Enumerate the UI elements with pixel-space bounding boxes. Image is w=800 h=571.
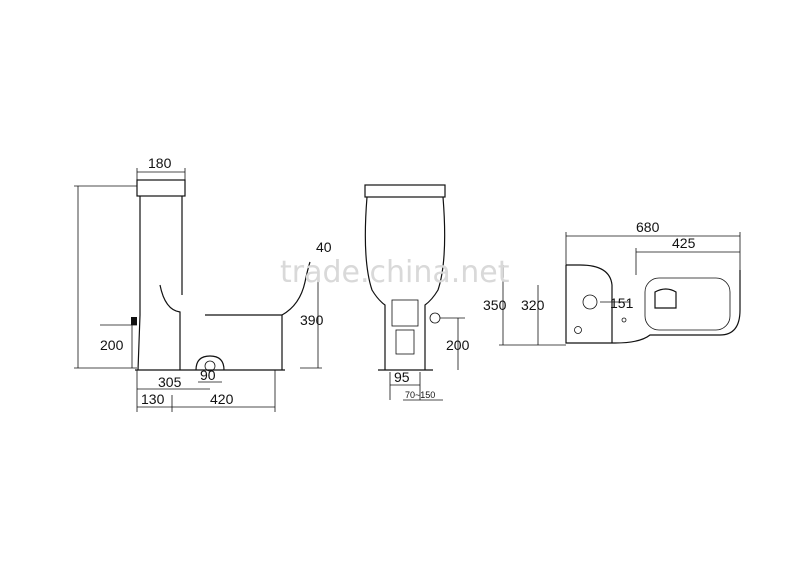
dim-top-bowl-length: 425: [672, 235, 696, 251]
dim-inlet-height: 200: [100, 337, 124, 353]
dim-front-range: 70~150: [405, 390, 435, 400]
dim-seat-offset: 40: [316, 239, 332, 255]
dim-total-length: 680: [636, 219, 660, 235]
dim-front-base-width: 95: [394, 369, 410, 385]
top-bolt-hole: [574, 326, 582, 334]
bowl-rim: [281, 261, 311, 316]
front-body: [364, 196, 446, 370]
dim-top-hole-offset: 151: [610, 295, 634, 311]
tank-body: [137, 196, 183, 371]
outlet-circle: [204, 360, 216, 372]
side-view: 180 200 390 40 305 90 130 420: [74, 155, 332, 412]
top-tank: [566, 264, 613, 343]
top-flush-hole: [582, 294, 598, 310]
watermark: trade.china.net: [280, 255, 510, 290]
tank-lid: [136, 179, 186, 197]
inlet-marker: [131, 317, 137, 325]
front-inlet: [429, 312, 441, 324]
top-marker: [621, 317, 627, 323]
top-view: 680 425 350 320 151: [483, 219, 741, 346]
dim-tank-depth: 180: [148, 155, 172, 171]
front-tank-lid: [364, 184, 446, 198]
top-seat-hinge: [654, 288, 677, 309]
dim-top-width: 350: [483, 297, 507, 313]
top-bowl: [644, 277, 731, 331]
dim-wall-dist: 130: [141, 391, 165, 407]
dim-outlet-dia: 90: [200, 367, 216, 383]
outlet-pipe: [195, 355, 225, 371]
top-outline: [565, 265, 741, 344]
dim-top-tank-width: 320: [521, 297, 545, 313]
dim-outlet-dist: 305: [158, 374, 182, 390]
front-trap: [391, 299, 419, 327]
dim-outlet-height: 390: [300, 312, 324, 328]
front-view: 200 95 70~150: [364, 184, 470, 401]
dim-front-inlet-height: 200: [446, 337, 470, 353]
front-trap-lower: [395, 329, 415, 355]
dim-bowl-length: 420: [210, 391, 234, 407]
bowl-outline: [159, 284, 283, 370]
